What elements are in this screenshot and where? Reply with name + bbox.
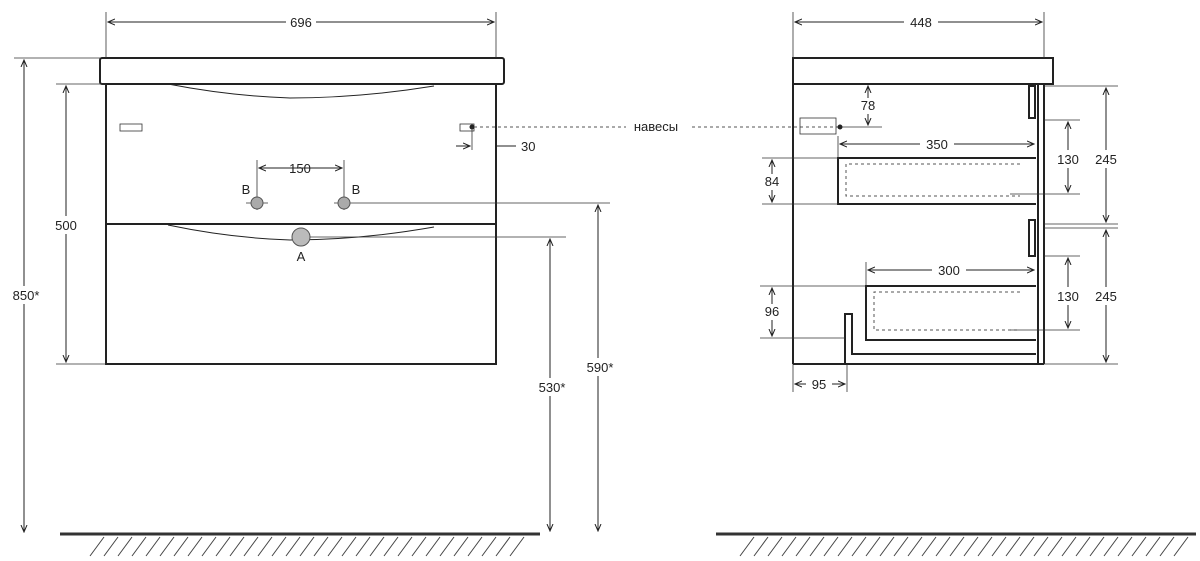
front-top-wave-handle <box>167 83 435 99</box>
plinth-label: 95 <box>812 377 826 392</box>
right-hole-label: B <box>352 182 361 197</box>
hinge-offset-label: 30 <box>521 139 535 154</box>
side-plinth <box>844 313 1036 364</box>
holes-height-label: 590* <box>587 360 614 375</box>
top-section-label: 245 <box>1095 152 1117 167</box>
bottom-drawer-depth-label: 300 <box>938 263 960 278</box>
side-bottom-drawer <box>865 285 1036 341</box>
hinge-top-label: 78 <box>861 98 875 113</box>
side-floor-hatching <box>739 536 1189 557</box>
left-hole-label: B <box>242 182 251 197</box>
top-drawer-front-label: 84 <box>765 174 779 189</box>
drain-hole <box>291 227 311 247</box>
left-water-hole <box>250 196 264 210</box>
bottom-gap-label: 130 <box>1057 289 1079 304</box>
front-floor-hatching <box>89 536 525 557</box>
upper-handle-groove <box>1028 85 1036 119</box>
width-label: 696 <box>290 15 312 30</box>
hinges-label: навесы <box>634 119 678 134</box>
drain-height-label: 530* <box>539 380 566 395</box>
side-hinge-detail <box>799 117 837 135</box>
bottom-section-label: 245 <box>1095 289 1117 304</box>
bottom-drawer-front-label: 96 <box>765 304 779 319</box>
left-hinge-mark <box>119 123 143 132</box>
right-water-hole <box>337 196 351 210</box>
side-view: 448 78 350 84 130 245 300 <box>716 12 1196 557</box>
front-view: 696 850* 500 150 B B A 590* <box>6 12 620 557</box>
drain-label: A <box>297 249 306 264</box>
body-height-label: 500 <box>55 218 77 233</box>
front-bottom-wave-handle <box>167 224 435 241</box>
lower-handle-groove <box>1028 219 1036 257</box>
side-countertop <box>792 57 1054 85</box>
side-top-drawer <box>837 157 1036 205</box>
total-height-label: 850* <box>13 288 40 303</box>
front-countertop <box>99 57 505 85</box>
depth-label: 448 <box>910 15 932 30</box>
hole-spacing-label: 150 <box>289 161 311 176</box>
top-gap-label: 130 <box>1057 152 1079 167</box>
top-drawer-depth-label: 350 <box>926 137 948 152</box>
